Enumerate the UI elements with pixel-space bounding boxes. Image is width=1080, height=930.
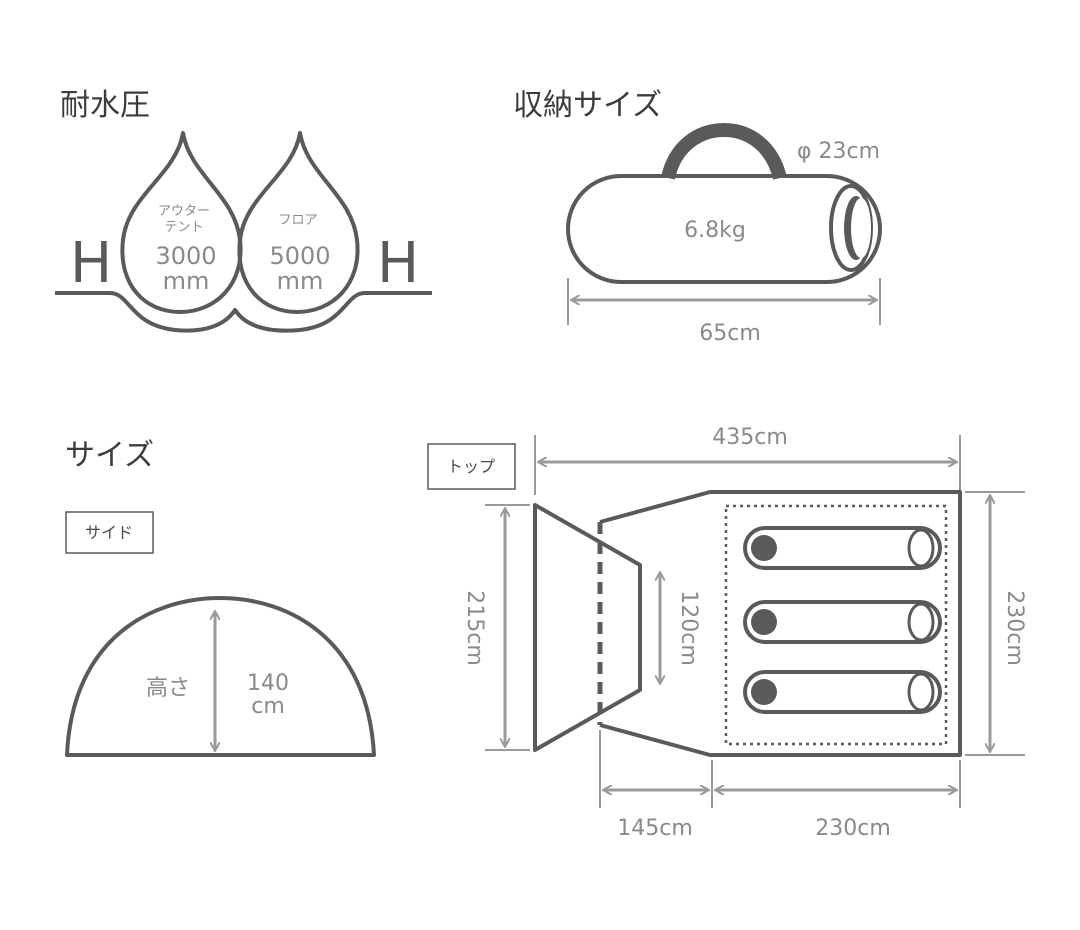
front-panel-icon — [533, 503, 642, 752]
bag-length: 65cm — [699, 321, 761, 346]
inner-width: 230cm — [1002, 590, 1027, 666]
floor-drop-icon — [237, 131, 360, 314]
floor-label: フロア — [278, 213, 317, 228]
door-width: 120cm — [676, 590, 701, 666]
storage-size-heading: 収納サイズ — [513, 88, 662, 123]
floor-value: 5000 — [269, 242, 330, 270]
side-tag-box — [65, 511, 154, 554]
water-pressure-heading: 耐水圧 — [60, 88, 150, 123]
storage-bag-graphic: 6.8kg φ 23cm 65cm — [566, 122, 882, 346]
h-left-icon: H — [70, 231, 112, 296]
outer-tent-drop-icon — [120, 131, 243, 314]
top-tag-box — [427, 443, 516, 490]
total-length: 435cm — [712, 425, 788, 450]
outer-tent-value: 3000 — [155, 242, 216, 270]
height-label: 高さ — [146, 676, 190, 701]
bag-diameter: φ 23cm — [797, 139, 880, 164]
sleeping-bag-1 — [743, 526, 942, 570]
bag-weight: 6.8kg — [684, 218, 746, 243]
inner-length: 230cm — [815, 816, 891, 841]
top-tag: トップ — [447, 457, 495, 476]
size-heading: サイズ — [65, 438, 154, 473]
inner-tent-outline — [724, 504, 948, 746]
outer-tent-unit: mm — [163, 267, 210, 295]
height-unit: cm — [251, 694, 285, 719]
side-view-graphic: 高さ 140 cm — [65, 596, 376, 757]
sleeping-bag-2 — [743, 600, 942, 644]
water-pressure-graphic: H H アウター テント 3000 mm フロア 5000 mm — [55, 131, 432, 333]
tent-body-icon — [599, 490, 962, 757]
sleeping-bag-3 — [743, 670, 942, 714]
floor-unit: mm — [277, 267, 324, 295]
tent-side-icon — [65, 596, 376, 757]
bag-handle-icon — [661, 122, 787, 180]
bag-body-icon — [566, 174, 882, 284]
top-view-graphic: 435cm 215cm 120cm — [462, 425, 1027, 841]
outer-tent-label-1: アウター — [158, 204, 210, 219]
outer-tent-label-2: テント — [164, 220, 203, 235]
front-width: 215cm — [462, 590, 487, 666]
side-tag: サイド — [85, 523, 133, 542]
vestibule-length: 145cm — [617, 816, 693, 841]
height-value: 140 — [247, 671, 289, 696]
ground-line — [55, 291, 432, 333]
h-right-icon: H — [377, 231, 419, 296]
